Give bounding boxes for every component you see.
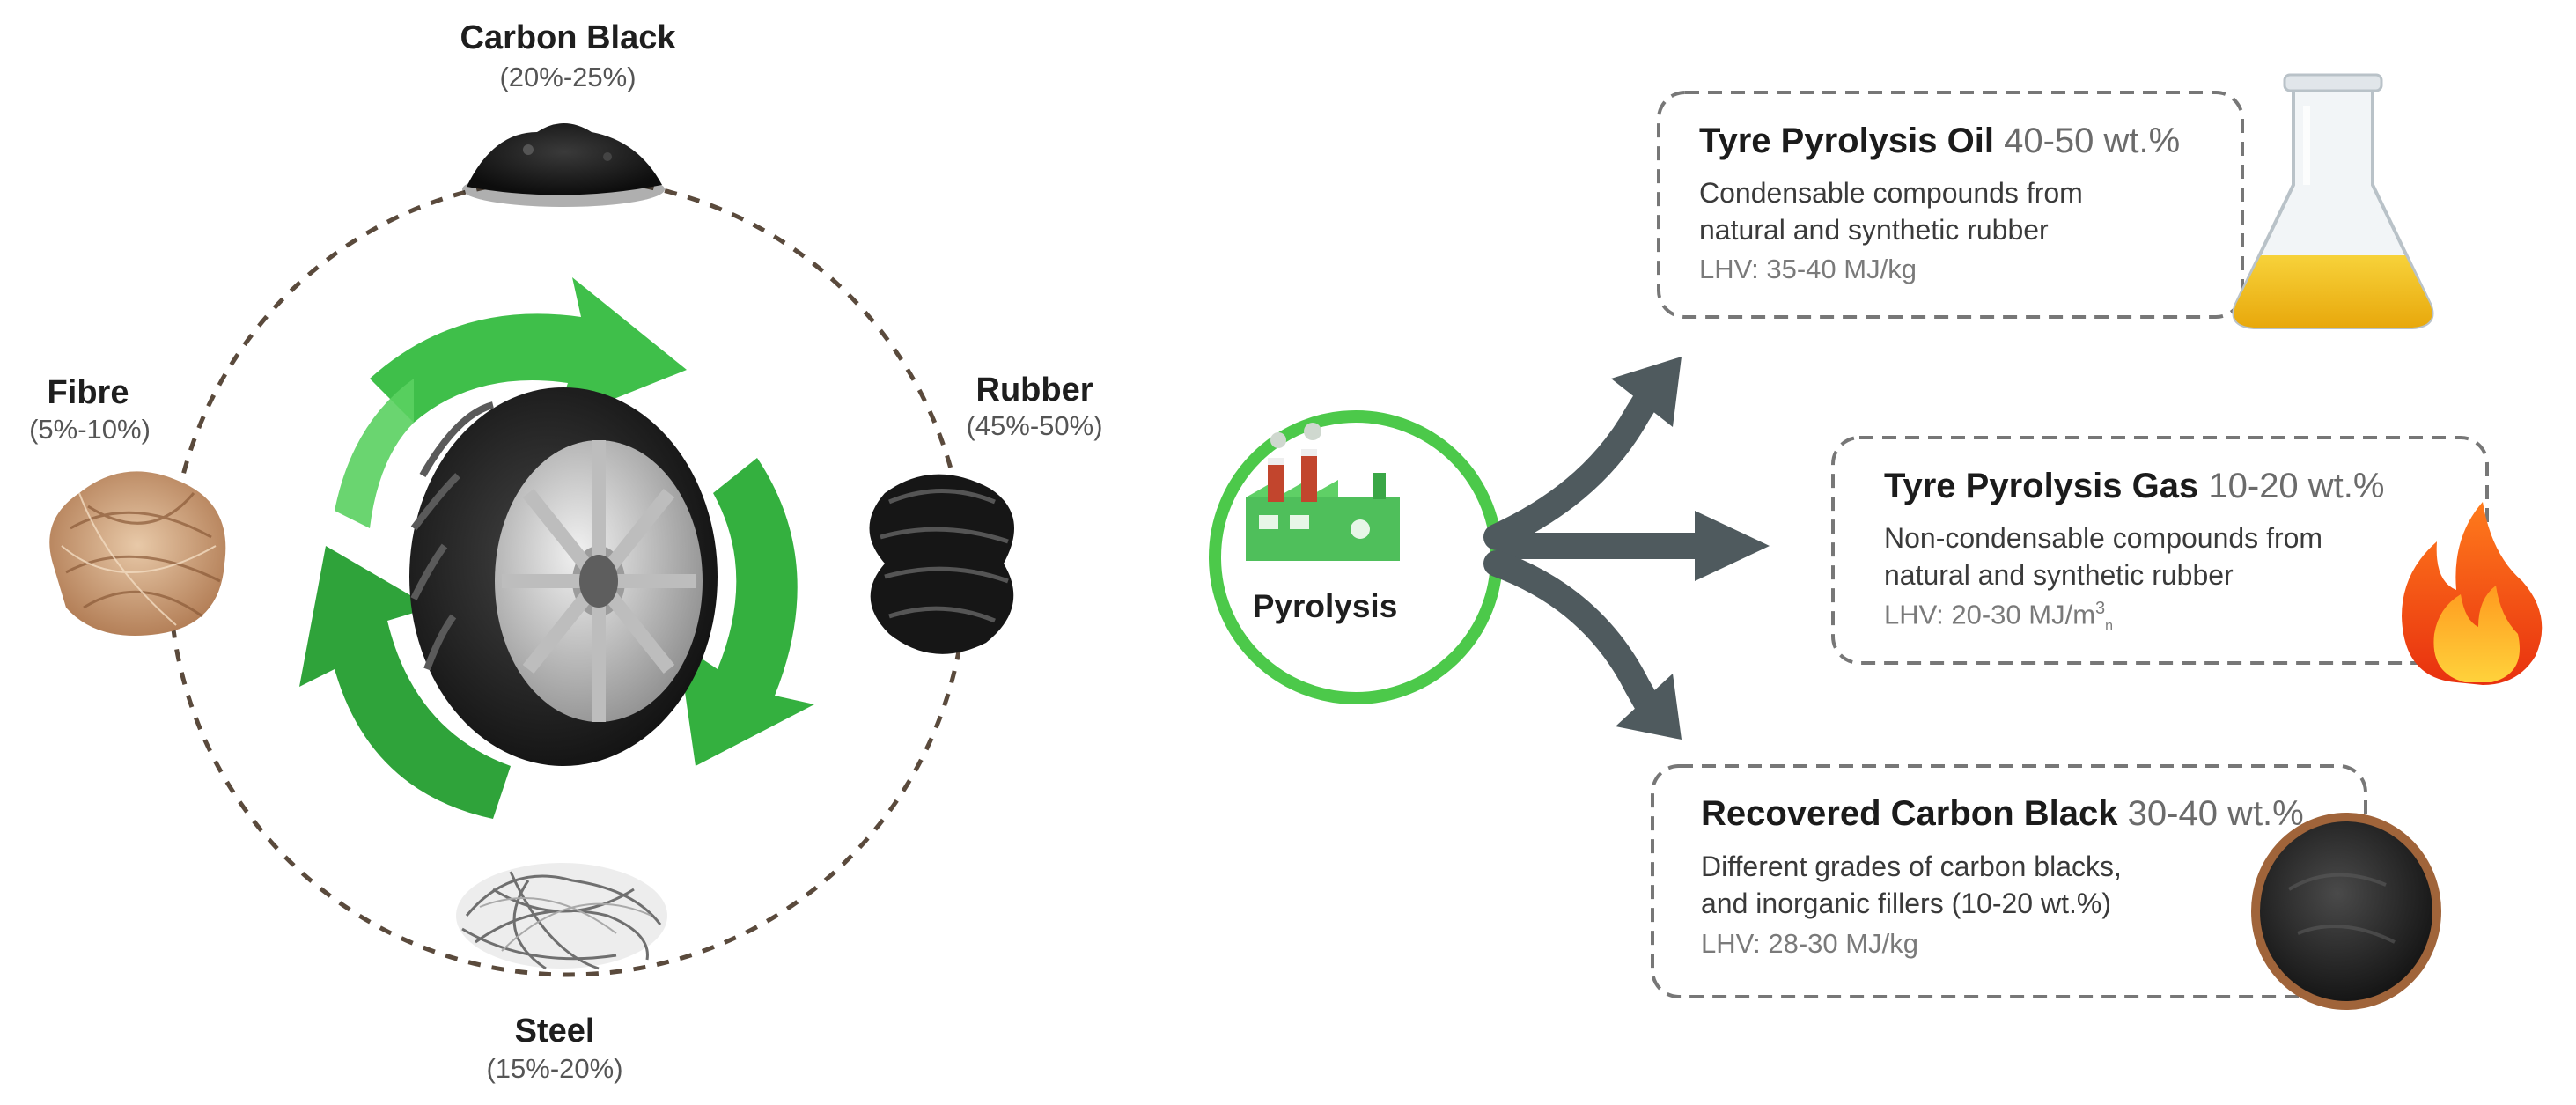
rubber-label: Rubber	[975, 372, 1093, 409]
output-arrows	[1483, 357, 1770, 740]
gas-lhv-prefix: LHV: 20-30 MJ/m	[1884, 599, 2096, 630]
oil-name: Tyre Pyrolysis Oil	[1699, 122, 1994, 160]
carbon-title: Recovered Carbon Black 30-40 wt.%	[1701, 794, 2304, 834]
pyrolysis-label: Pyrolysis	[1252, 588, 1398, 624]
carbon-yield: 30-40 wt.%	[2127, 794, 2304, 833]
steel-label: Steel	[514, 1013, 595, 1050]
gas-desc-line2: natural and synthetic rubber	[1884, 559, 2234, 591]
gas-lhv-sub: n	[2105, 618, 2114, 634]
carbon-desc-line2: and inorganic fillers (10-20 wt.%)	[1701, 888, 2111, 919]
oil-box	[1657, 91, 2244, 319]
carbon-desc-line1: Different grades of carbon blacks,	[1701, 851, 2122, 882]
gas-lhv-sup: 3	[2095, 599, 2106, 618]
gas-lhv: LHV: 20-30 MJ/m3n	[1884, 599, 2113, 635]
flame-icon	[2402, 502, 2543, 685]
fibre-label: Fibre	[47, 374, 129, 411]
gas-desc-line1: Non-condensable compounds from	[1884, 522, 2323, 554]
carbon-black-share: (20%-25%)	[499, 62, 637, 92]
gas-yield: 10-20 wt.%	[2208, 467, 2385, 505]
oil-yield: 40-50 wt.%	[2004, 122, 2181, 160]
recycling-arrows-icon	[299, 277, 814, 819]
carbon-black-label: Carbon Black	[460, 19, 676, 56]
carbon-black-pile-icon	[462, 123, 665, 207]
carbon-bowl-icon	[2251, 813, 2441, 1010]
oil-title: Tyre Pyrolysis Oil 40-50 wt.%	[1699, 122, 2180, 161]
steel-share: (15%-20%)	[486, 1053, 623, 1084]
gas-title: Tyre Pyrolysis Gas 10-20 wt.%	[1884, 467, 2384, 506]
steel-wire-icon	[456, 863, 667, 970]
flask-icon	[2232, 73, 2434, 329]
oil-desc-line1: Condensable compounds from	[1699, 177, 2083, 209]
oil-desc-line2: natural and synthetic rubber	[1699, 214, 2049, 246]
rubber-share: (45%-50%)	[966, 410, 1103, 441]
rubber-strips-icon	[869, 474, 1014, 654]
fibre-share: (5%-10%)	[29, 414, 151, 445]
factory-icon	[1246, 423, 1400, 561]
carbon-lhv: LHV: 28-30 MJ/kg	[1701, 928, 1918, 959]
carbon-name: Recovered Carbon Black	[1701, 794, 2118, 833]
tyre-icon	[409, 387, 718, 766]
fibre-bundle-icon	[49, 471, 226, 636]
gas-name: Tyre Pyrolysis Gas	[1884, 467, 2199, 505]
gas-box	[1831, 436, 2489, 665]
oil-lhv: LHV: 35-40 MJ/kg	[1699, 254, 1917, 284]
